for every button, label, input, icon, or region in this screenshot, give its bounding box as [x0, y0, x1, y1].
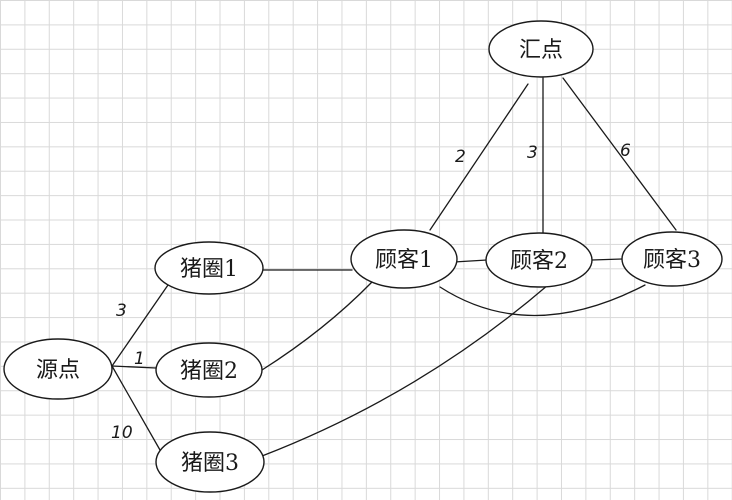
- edge-labels: 3 1 10 2 3 6: [111, 141, 631, 443]
- edge-label-source-pen3: 10: [111, 423, 133, 443]
- node-pen3-shape: [155, 431, 265, 493]
- edge-customer1-customer3: [439, 284, 646, 317]
- node-customer1-label: 顾客1: [375, 248, 433, 273]
- node-sink: 汇点: [488, 20, 594, 78]
- edge-label-customer2-sink: 3: [527, 143, 538, 163]
- node-pen1-label: 猪圈1: [180, 257, 238, 282]
- node-customer2: 顾客2: [485, 232, 593, 288]
- node-customer2-shape: [485, 232, 593, 288]
- node-pen1-shape: [154, 241, 264, 295]
- edge-customer1-sink: [429, 83, 529, 231]
- node-pen2-label: 猪圈2: [180, 359, 238, 384]
- edge-pen3-customer1: [261, 284, 549, 457]
- node-sink-shape: [488, 20, 594, 78]
- node-customer1-shape: [350, 229, 458, 289]
- edge-pen2-customer1: [261, 281, 373, 371]
- edge-label-source-pen1: 3: [116, 301, 127, 321]
- edge-source-pen2: [111, 365, 157, 369]
- node-source: 源点: [3, 338, 113, 400]
- node-customer3: 顾客3: [621, 231, 723, 287]
- node-source-shape: [3, 338, 113, 400]
- node-sink-label: 汇点: [519, 38, 563, 63]
- node-customer1: 顾客1: [350, 229, 458, 289]
- edge-label-customer3-sink: 6: [620, 141, 631, 161]
- node-customer3-shape: [621, 231, 723, 287]
- node-pen3-label: 猪圈3: [181, 451, 239, 476]
- node-source-label: 源点: [36, 358, 80, 383]
- node-pen2-shape: [155, 342, 263, 398]
- edge-customer1-customer2: [453, 259, 488, 263]
- node-pen3: 猪圈3: [155, 431, 265, 493]
- edge-label-customer1-sink: 2: [455, 147, 466, 167]
- node-customer3-label: 顾客3: [643, 248, 701, 273]
- edge-source-pen3: [111, 365, 161, 451]
- edge-customer2-customer3: [591, 258, 623, 261]
- edge-label-source-pen2: 1: [134, 349, 145, 369]
- edge-source-pen1: [111, 284, 169, 367]
- node-customer2-label: 顾客2: [510, 249, 568, 274]
- node-pen2: 猪圈2: [155, 342, 263, 398]
- edge-customer3-sink: [562, 77, 677, 231]
- edges: [111, 77, 677, 457]
- node-pen1: 猪圈1: [154, 241, 264, 295]
